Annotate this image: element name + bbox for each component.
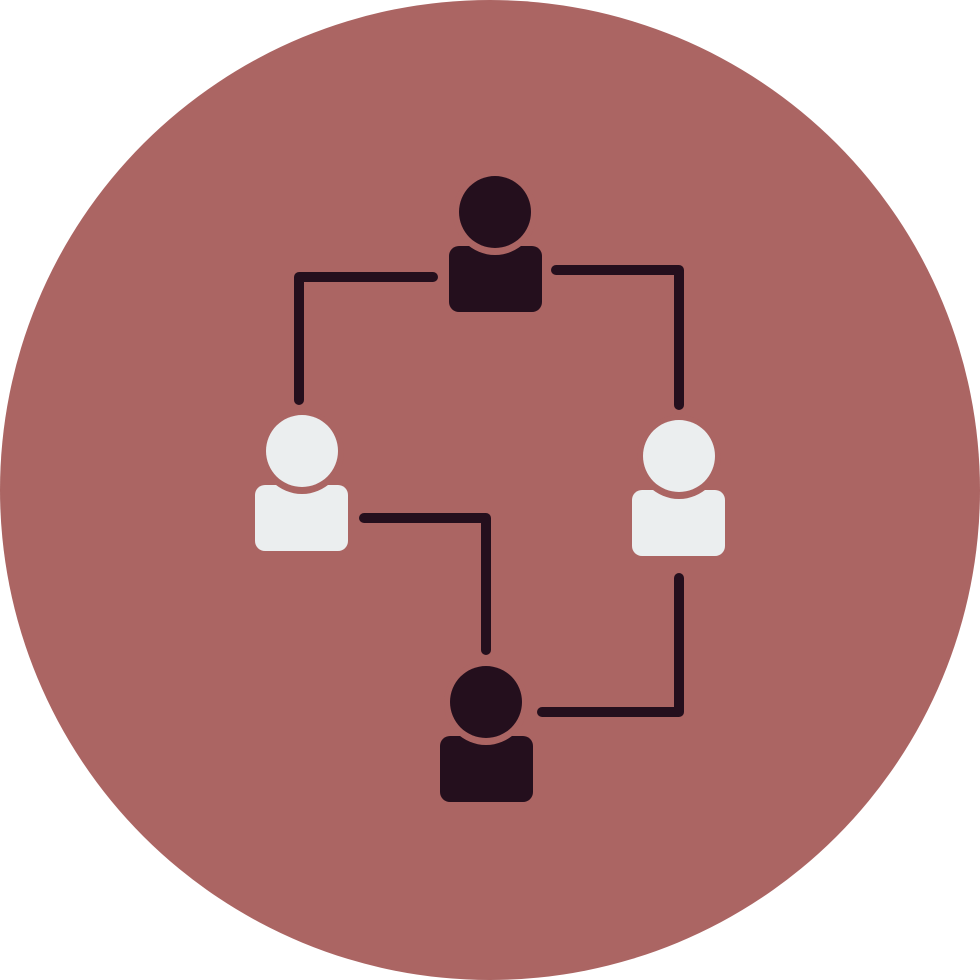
person-right-head bbox=[643, 420, 715, 492]
connector-right-bottom bbox=[537, 573, 684, 717]
connector-top-left bbox=[294, 272, 438, 405]
person-right-body bbox=[632, 490, 725, 556]
person-bottom-body bbox=[440, 736, 533, 802]
person-top-icon bbox=[449, 171, 542, 312]
person-top-head bbox=[459, 176, 531, 248]
person-right-icon bbox=[632, 415, 725, 556]
connector-top-right bbox=[551, 265, 684, 410]
person-bottom-icon bbox=[440, 661, 533, 802]
person-top-body bbox=[449, 246, 542, 312]
person-left-icon bbox=[255, 410, 348, 551]
person-left-body bbox=[255, 485, 348, 551]
connector-lines bbox=[294, 265, 684, 717]
connector-left-bottom bbox=[359, 513, 491, 655]
person-bottom-head bbox=[450, 666, 522, 738]
person-left-head bbox=[266, 415, 338, 487]
